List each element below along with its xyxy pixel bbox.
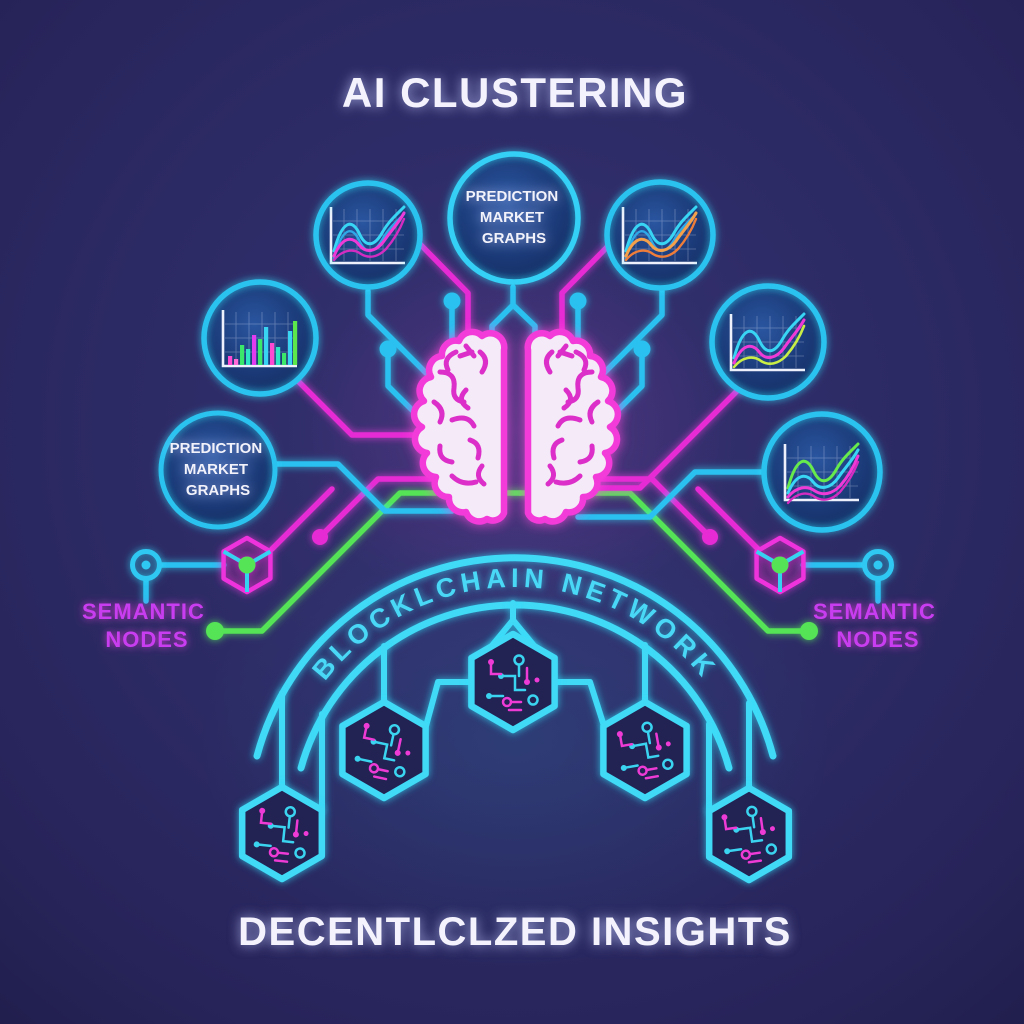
circuit-trace <box>415 239 471 345</box>
circuit-trace <box>595 382 746 491</box>
hexagon-circuit-icon <box>242 787 322 879</box>
node-circle-prediction-left: PREDICTION MARKET GRAPHS <box>158 410 278 530</box>
hexagon-circuit-icon <box>342 702 425 798</box>
circuit-trace <box>292 375 433 438</box>
node-dot-icon <box>702 529 718 545</box>
hexagon-circuit-icon <box>709 788 789 880</box>
semantic-nodes-label-left: SEMANTIC NODES <box>82 599 212 652</box>
node-ring <box>604 179 716 291</box>
node-circle-line-chart-top-left <box>313 180 423 290</box>
brain-folds <box>431 343 601 487</box>
node-circle-line-chart-top-right <box>604 179 716 291</box>
circuit-trace <box>385 346 418 416</box>
circuit-trace <box>365 288 431 378</box>
hexagon-circuit-icon <box>471 634 554 730</box>
node-ring <box>158 410 278 530</box>
circuit-trace <box>274 461 455 514</box>
main-title: AI CLUSTERING <box>342 69 688 116</box>
node-dot-icon <box>379 340 397 358</box>
node-ring <box>761 411 883 533</box>
circuit-trace <box>317 476 455 540</box>
stem <box>552 679 607 729</box>
circuit-trace <box>599 288 665 378</box>
node-ring <box>709 283 827 401</box>
circuit-trace <box>269 486 335 552</box>
node-dot-icon <box>569 292 587 310</box>
stem <box>423 679 474 729</box>
node-ring <box>447 151 581 285</box>
node-circle-line-chart-lower-right <box>761 411 883 533</box>
semantic-nodes-label-right: SEMANTIC NODES <box>813 599 943 652</box>
arc-outer <box>253 554 777 760</box>
hexagon-circuit-icon <box>603 702 686 798</box>
circuit-trace <box>559 239 615 345</box>
stem <box>487 600 539 651</box>
bottom-title: DECENTLCLZED INSIGHTS <box>238 910 792 954</box>
brain-right-hemisphere <box>524 328 622 525</box>
node-dot-icon <box>800 622 818 640</box>
node-ring <box>201 279 319 397</box>
chart-nodes: PREDICTION MARKET GRAPHS PREDICTION MARK… <box>158 151 883 533</box>
node-circle-bar-chart-left <box>201 279 319 397</box>
circuit-trace <box>612 346 645 416</box>
circuit-trace <box>575 476 713 540</box>
cube-node-icon <box>224 538 271 592</box>
bar-chart-icon <box>221 308 299 368</box>
node-circle-prediction-top: PREDICTION MARKET GRAPHS <box>447 151 581 285</box>
node-dot-icon <box>206 622 224 640</box>
node-ring <box>313 180 423 290</box>
magenta-traces <box>269 239 761 552</box>
node-dot-icon <box>633 340 651 358</box>
circuit-trace <box>575 469 767 520</box>
brain-icon <box>410 328 622 525</box>
cube-node-icon <box>757 538 804 592</box>
network-ambient-glow <box>195 510 835 970</box>
node-dot-icon <box>443 292 461 310</box>
prediction-top-label: PREDICTION MARKET GRAPHS <box>466 188 563 247</box>
node-dot-icon <box>312 529 328 545</box>
prediction-left-label: PREDICTION MARKET GRAPHS <box>170 440 267 499</box>
hexagon-stems <box>279 600 752 814</box>
node-circle-line-chart-right <box>709 283 827 401</box>
brain-left-hemisphere <box>410 328 508 525</box>
circuit-trace <box>695 486 761 552</box>
